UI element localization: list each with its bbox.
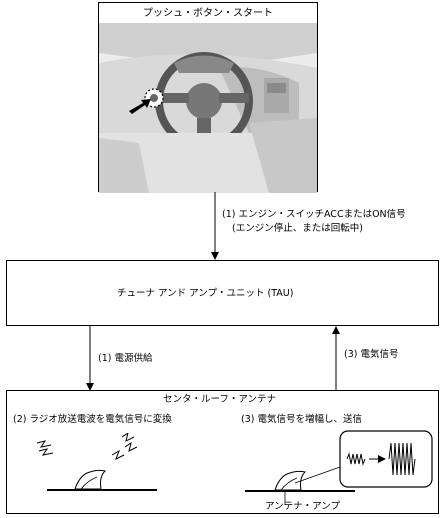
amp-leader-line: [294, 466, 341, 484]
radio-wave-icon: [36, 433, 138, 461]
car-interior-photo: [99, 23, 317, 193]
push-button-start-panel: プッシュ・ボタン・スタート: [98, 2, 318, 193]
engine-state-label: (エンジン停止、または回転中): [232, 223, 363, 234]
tuner-amp-unit-label: チューナ アンド アンプ・ユニット (TAU): [117, 288, 294, 299]
center-roof-antenna-box: センタ・ルーフ・アンテナ (2) ラジオ放送電波を電気信号に変換 (3) 電気信…: [6, 390, 439, 514]
center-roof-antenna-title: センタ・ルーフ・アンテナ: [163, 394, 277, 405]
strong-signal-icon: [388, 442, 416, 476]
power-supply-label: (1) 電源供給: [98, 353, 153, 364]
step2-label: (2) ラジオ放送電波を電気信号に変換: [13, 414, 172, 425]
acc-on-signal-label: (1) エンジン・スイッチACCまたはON信号: [222, 209, 406, 220]
antenna-amp-label: アンテナ・アンプ: [265, 501, 340, 512]
tuner-amp-unit-box: チューナ アンド アンプ・ユニット (TAU): [6, 260, 439, 326]
electric-signal-label: (3) 電気信号: [344, 349, 399, 360]
amplifier-illustration: [245, 430, 433, 505]
weak-signal-icon: [346, 452, 366, 466]
radio-wave-illustration: [36, 433, 157, 491]
push-button-start-title: プッシュ・ボタン・スタート: [143, 8, 273, 19]
shark-fin-antenna-icon: [74, 469, 106, 490]
step3-label: (3) 電気信号を増幅し、送信: [241, 414, 362, 425]
